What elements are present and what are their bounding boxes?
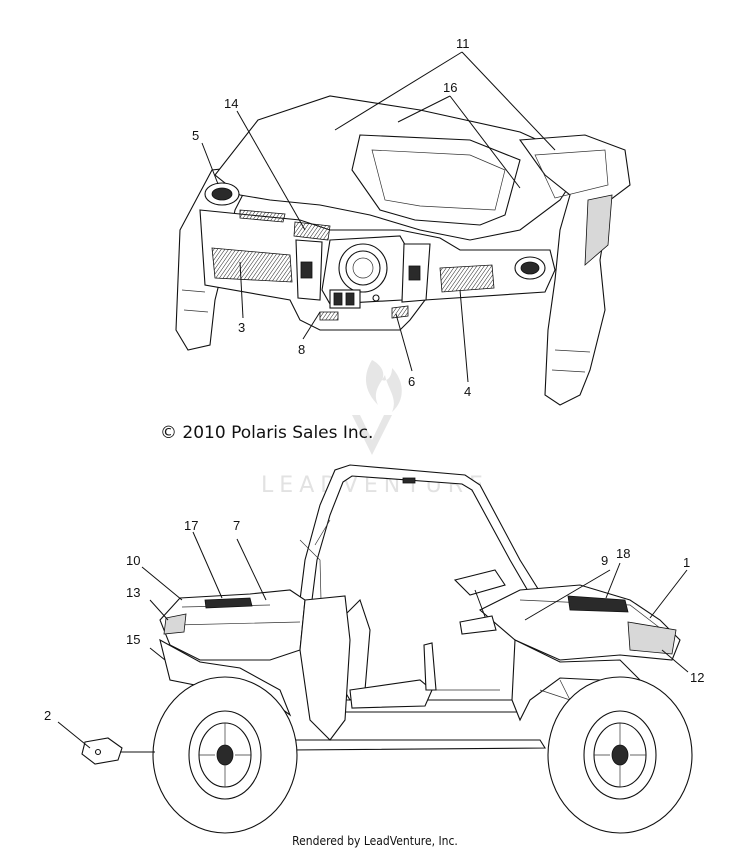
callout-12: 12 — [690, 670, 704, 685]
callout-15: 15 — [126, 632, 140, 647]
vehicle-side-view — [81, 464, 693, 834]
callout-16: 16 — [443, 80, 457, 95]
footer-text: Rendered by LeadVenture, Inc. — [292, 834, 458, 848]
top-leader-lines — [201, 51, 556, 383]
copyright-text: © 2010 Polaris Sales Inc. — [160, 423, 373, 443]
side-leader-lines — [57, 531, 689, 753]
callout-2: 2 — [44, 708, 51, 723]
callout-18: 18 — [616, 546, 630, 561]
callout-7: 7 — [233, 518, 240, 533]
callout-8: 8 — [298, 342, 305, 357]
dashboard-assembly — [175, 95, 631, 406]
callout-6: 6 — [408, 374, 415, 389]
callout-5: 5 — [192, 128, 199, 143]
callout-4: 4 — [464, 384, 471, 399]
callout-14: 14 — [224, 96, 238, 111]
callout-1: 1 — [683, 555, 690, 570]
callout-9: 9 — [601, 553, 608, 568]
callout-11: 11 — [456, 36, 470, 51]
callout-13: 13 — [126, 585, 140, 600]
callout-17: 17 — [184, 518, 198, 533]
callout-3: 3 — [238, 320, 245, 335]
callout-10: 10 — [126, 553, 140, 568]
